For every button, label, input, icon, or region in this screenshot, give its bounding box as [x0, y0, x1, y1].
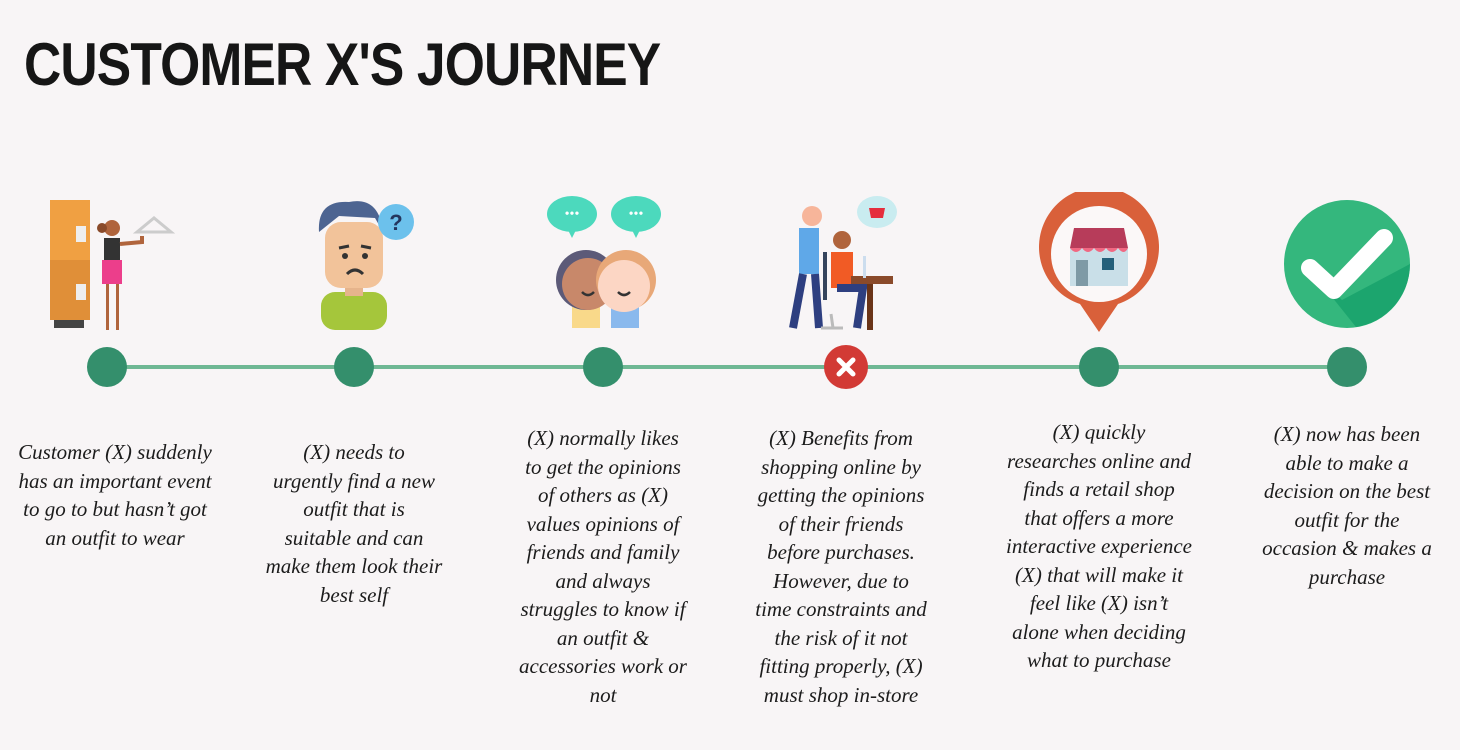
page-title: CUSTOMER X'S JOURNEY [24, 31, 661, 98]
step-5-description: (X) quickly researches online and finds … [1006, 420, 1192, 672]
timeline-node-3 [583, 347, 623, 387]
online-shopping-icon [771, 192, 921, 337]
step-3-description: (X) normally likes to get the opinions o… [519, 426, 687, 707]
checkmark-icon [1272, 192, 1422, 337]
timeline-node-2 [334, 347, 374, 387]
friends-chat-icon: ••• ••• [528, 192, 678, 337]
step-4-description: (X) Benefits from shopping online by get… [755, 426, 927, 707]
failure-node-icon [824, 345, 868, 389]
svg-text:•••: ••• [629, 207, 644, 222]
step-6-description: (X) now has been able to make a decision… [1262, 422, 1432, 589]
shop-location-pin-icon [1024, 187, 1174, 337]
step-1-description: Customer (X) suddenly has an important e… [18, 440, 212, 550]
timeline-line [107, 365, 1347, 369]
timeline-node-5 [1079, 347, 1119, 387]
timeline-node-6 [1327, 347, 1367, 387]
confused-person-icon: ? [279, 192, 429, 337]
svg-text:•••: ••• [565, 207, 580, 222]
step-2-description: (X) needs to urgently find a new outfit … [265, 440, 443, 607]
timeline-node-1 [87, 347, 127, 387]
svg-text:?: ? [389, 210, 402, 235]
wardrobe-person-icon [32, 192, 182, 337]
